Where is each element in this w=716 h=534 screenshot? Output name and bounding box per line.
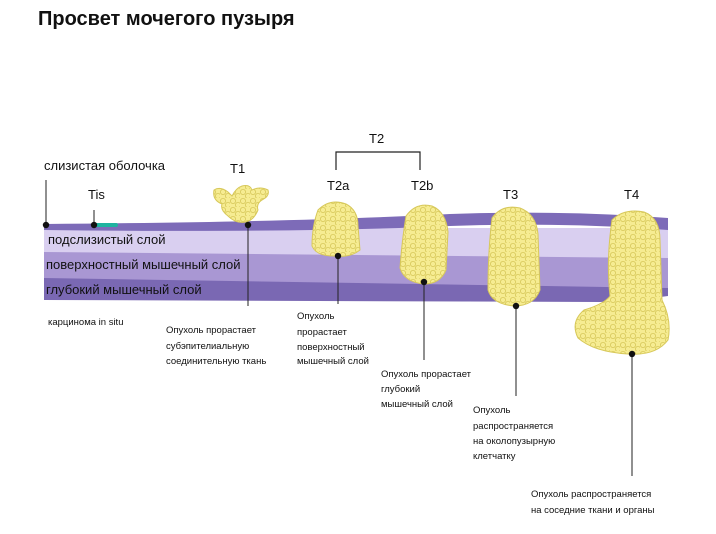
label-submucosa: подслизистый слой — [48, 232, 166, 247]
page-title: Просвет мочегого пузыря — [38, 8, 295, 30]
tumor-t3 — [487, 206, 541, 307]
tumor-t1 — [213, 185, 269, 223]
desc-t2b-line1: Опухоль прорастает — [381, 369, 472, 380]
label-deep-muscle: глубокий мышечный слой — [46, 282, 202, 297]
stage-tis: Tis — [88, 187, 105, 202]
t2-bracket — [335, 151, 421, 170]
desc-t4-line1: Опухоль распространяется — [531, 489, 651, 500]
desc-t3-line1: Опухоль — [473, 405, 511, 416]
stage-t2b: T2b — [411, 178, 433, 193]
desc-t1-line1: Опухоль прорастает — [166, 325, 257, 336]
desc-t2a-line3: поверхностный — [297, 342, 365, 353]
desc-t3-line3: на околопузырную — [473, 436, 555, 447]
label-mucosa: слизистая оболочка — [44, 158, 166, 173]
label-superficial-muscle: поверхностный мышечный слой — [46, 257, 241, 272]
desc-t3-line2: распространяется — [473, 421, 553, 432]
desc-t2b-line3: мышечный слой — [381, 399, 453, 410]
tumor-t2a — [311, 201, 361, 257]
stage-t1: T1 — [230, 161, 245, 176]
tumor-t2b — [399, 204, 449, 285]
desc-tis: карцинома in situ — [48, 317, 123, 328]
tumor-t4 — [574, 210, 670, 355]
stage-t3: T3 — [503, 187, 518, 202]
desc-t2a-line2: прорастает — [297, 327, 348, 338]
desc-t2a-line4: мышечный слой — [297, 356, 369, 367]
desc-t1-line3: соединительную ткань — [166, 356, 266, 367]
pointer-dots — [42, 221, 636, 358]
stage-t2a: T2a — [327, 178, 350, 193]
desc-t2b-line2: глубокий — [381, 384, 420, 395]
desc-t1-line2: субэпителиальную — [166, 341, 249, 352]
stage-t4: T4 — [624, 187, 639, 202]
desc-t4-line2: на соседние ткани и органы — [531, 505, 655, 516]
desc-t2a-line1: Опухоль — [297, 311, 335, 322]
desc-t3-line4: клетчатку — [473, 451, 516, 462]
stage-t2: T2 — [369, 131, 384, 146]
